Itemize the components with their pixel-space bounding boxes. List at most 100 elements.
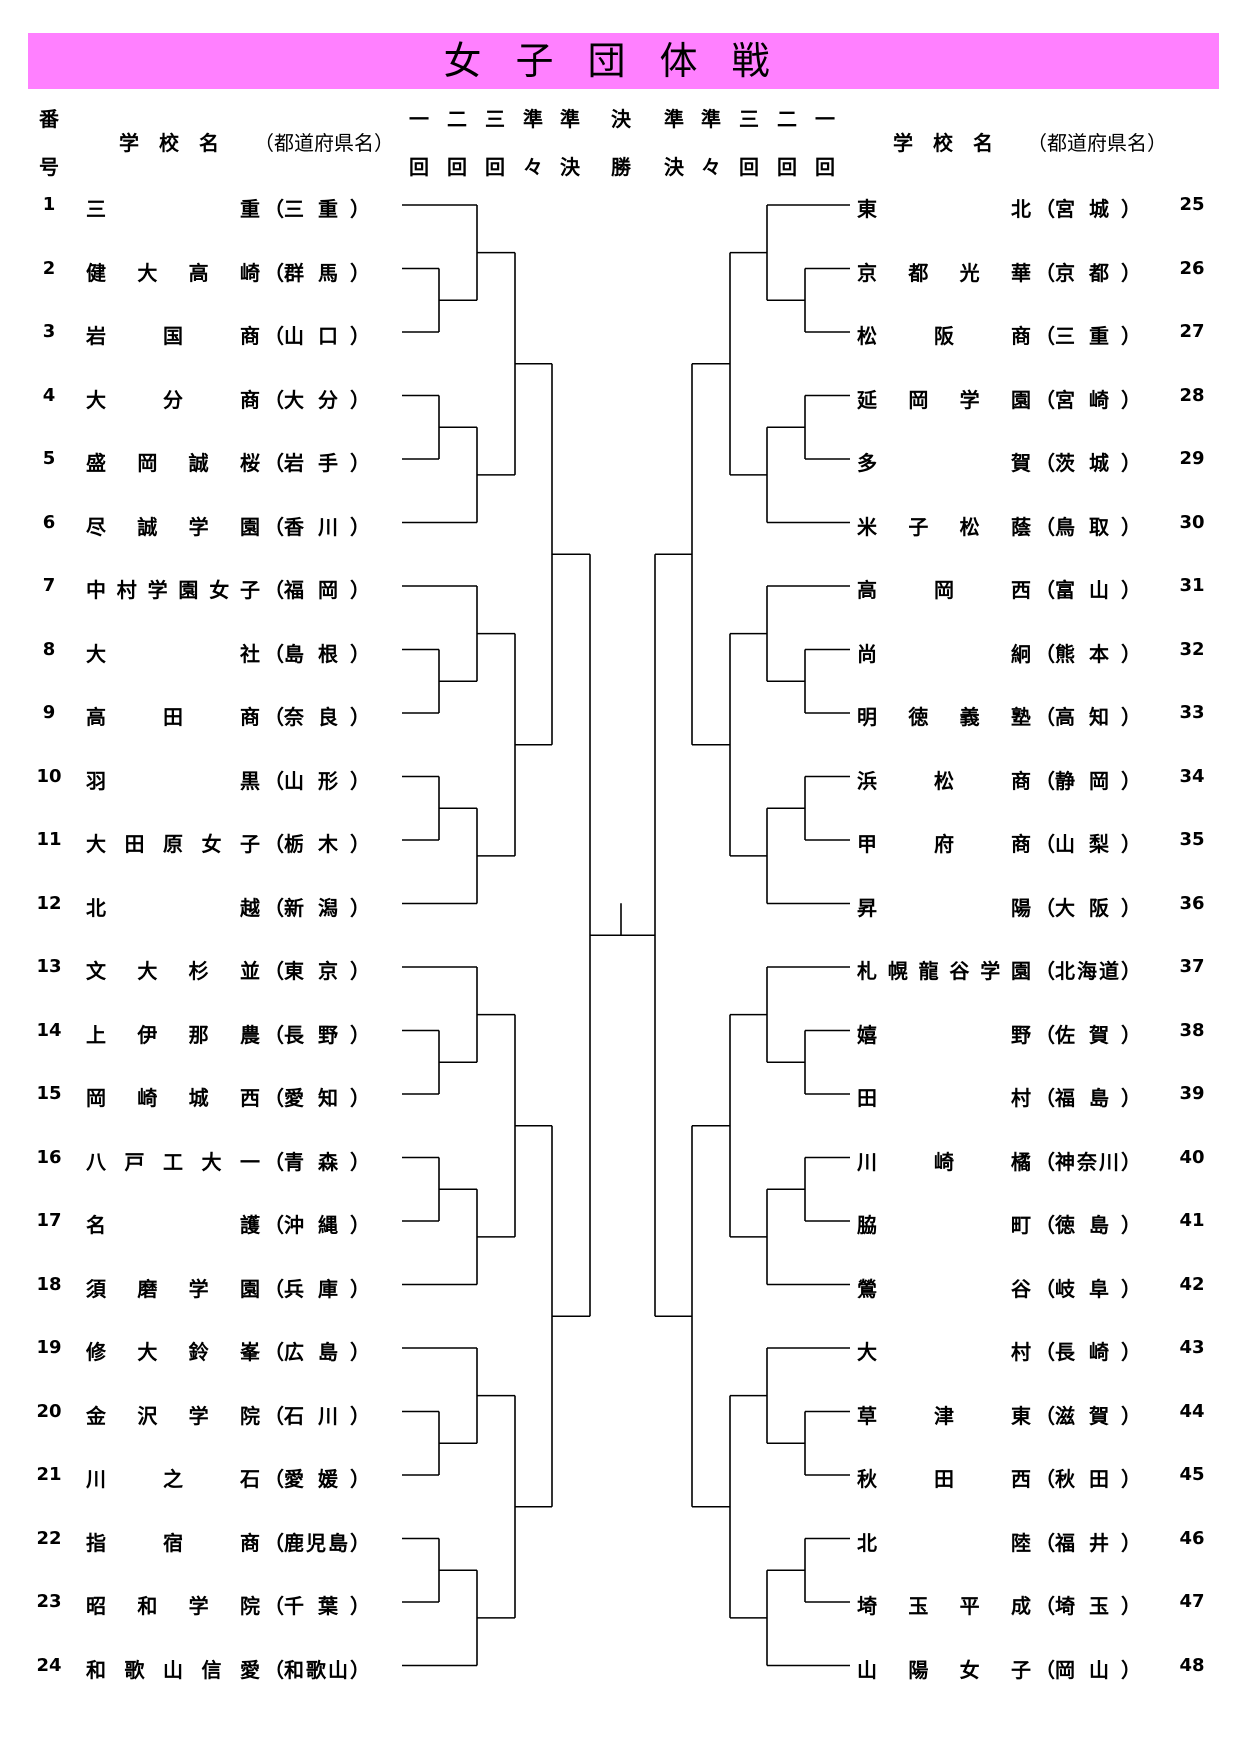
round-right-4-2: 回 <box>815 155 835 179</box>
prefecture: （千葉） <box>264 1590 370 1619</box>
prefecture: （三重） <box>1035 320 1141 349</box>
prefecture-name: 島根 <box>284 641 352 666</box>
team-number: 18 <box>36 1273 62 1295</box>
team-number: 44 <box>1179 1400 1205 1422</box>
school-name: 甲府商 <box>857 832 1031 856</box>
school-name: 修大鈴峯 <box>86 1340 260 1364</box>
team-number: 22 <box>36 1527 62 1549</box>
prefecture-name: 岩手 <box>284 451 352 475</box>
school-name: 三重 <box>86 197 260 221</box>
team-number: 47 <box>1179 1591 1205 1612</box>
prefecture: （滋賀） <box>1035 1400 1141 1429</box>
school-name: 昭和学院 <box>86 1594 260 1618</box>
team-number: 27 <box>1179 321 1205 342</box>
prefecture: （沖縄） <box>264 1209 370 1238</box>
team-number: 42 <box>1179 1273 1205 1295</box>
round-left-1-1: 二 <box>447 107 467 131</box>
school-name: 脇町 <box>857 1213 1031 1237</box>
school-name: 尽誠学園 <box>86 514 260 539</box>
prefecture-name: 石川 <box>284 1403 352 1428</box>
school-name: 盛岡誠桜 <box>86 451 260 475</box>
team-number: 34 <box>1179 765 1205 787</box>
prefecture: （京都） <box>1035 257 1141 286</box>
title-bar: 女子団体戦 <box>28 33 1219 89</box>
prefecture-name: 大阪 <box>1055 895 1123 920</box>
prefecture: （新潟） <box>264 892 370 921</box>
prefecture-name: 長崎 <box>1055 1340 1123 1364</box>
prefecture: （山形） <box>264 765 370 794</box>
round-left-3-2: 々 <box>523 155 543 179</box>
round-right-3-1: 二 <box>777 107 797 131</box>
round-final-1: 決 <box>611 107 631 131</box>
prefecture-name: 奈良 <box>284 705 352 729</box>
prefecture: （福島） <box>1035 1082 1141 1111</box>
prefecture: （山梨） <box>1035 828 1141 857</box>
prefecture: （徳島） <box>1035 1209 1141 1238</box>
prefecture-name: 滋賀 <box>1055 1403 1123 1428</box>
prefecture-name: 宮崎 <box>1055 387 1123 412</box>
prefecture-name: 宮城 <box>1055 197 1123 221</box>
prefecture-name: 東京 <box>284 959 352 983</box>
prefecture: （奈良） <box>264 701 370 730</box>
prefecture: （熊本） <box>1035 638 1141 667</box>
school-name: 埼玉平成 <box>857 1594 1031 1618</box>
school-name: 高田商 <box>86 705 260 729</box>
team-number: 26 <box>1179 257 1205 279</box>
round-right-3-2: 回 <box>777 155 797 179</box>
team-number: 7 <box>42 575 56 596</box>
prefecture: （和歌山） <box>264 1654 370 1683</box>
school-name: 京都光華 <box>857 260 1031 285</box>
team-number: 38 <box>1179 1019 1205 1041</box>
prefecture: （福井） <box>1035 1527 1141 1556</box>
school-name: 松阪商 <box>857 324 1031 348</box>
round-left-3-1: 準 <box>523 107 543 131</box>
prefecture: （岡山） <box>1035 1654 1141 1683</box>
round-left-0-1: 一 <box>409 107 429 131</box>
school-name: 高岡西 <box>857 578 1031 602</box>
prefecture: （鳥取） <box>1035 511 1141 540</box>
prefecture-name: 埼玉 <box>1055 1594 1123 1618</box>
round-right-1-2: 々 <box>701 155 721 179</box>
prefecture-name: 鳥取 <box>1055 514 1123 539</box>
school-name: 上伊那農 <box>86 1022 260 1047</box>
school-name: 明徳義塾 <box>857 705 1031 729</box>
team-number: 30 <box>1179 511 1205 533</box>
prefecture: （愛知） <box>264 1082 370 1111</box>
school-name: 金沢学院 <box>86 1403 260 1428</box>
team-number: 12 <box>36 892 62 914</box>
prefecture: （群馬） <box>264 257 370 286</box>
round-right-0-2: 決 <box>664 155 684 179</box>
team-number: 40 <box>1179 1146 1205 1168</box>
prefecture: （山口） <box>264 320 370 349</box>
prefecture-name: 山口 <box>284 324 352 348</box>
prefecture-name: 栃木 <box>284 832 352 856</box>
team-number: 16 <box>36 1146 62 1168</box>
team-number: 2 <box>42 257 56 279</box>
prefecture: （茨城） <box>1035 447 1141 476</box>
school-name: 八戸工大一 <box>86 1149 260 1174</box>
prefecture-name: 大分 <box>284 387 352 412</box>
team-number: 20 <box>36 1400 62 1422</box>
team-number: 48 <box>1179 1654 1205 1676</box>
school-name: 多賀 <box>857 451 1031 475</box>
school-name: 尚絅 <box>857 641 1031 666</box>
team-number: 6 <box>42 511 56 533</box>
prefecture: （三重） <box>264 193 370 222</box>
prefecture: （静岡） <box>1035 765 1141 794</box>
team-number: 39 <box>1179 1083 1205 1104</box>
school-name: 延岡学園 <box>857 387 1031 412</box>
prefecture: （長崎） <box>1035 1336 1141 1365</box>
school-name: 和歌山信愛 <box>86 1657 260 1682</box>
team-number: 43 <box>1179 1337 1205 1358</box>
round-left-2-1: 三 <box>485 107 505 131</box>
team-number: 5 <box>42 448 56 469</box>
round-left-1-2: 回 <box>447 155 467 179</box>
prefecture-name: 愛媛 <box>284 1467 352 1491</box>
pref-header-left: （都道府県名） <box>254 131 394 155</box>
pref-header-right: （都道府県名） <box>1027 131 1167 155</box>
school-name: 大分商 <box>86 387 260 412</box>
prefecture-name: 熊本 <box>1055 641 1123 666</box>
prefecture: （岩手） <box>264 447 370 476</box>
prefecture: （広島） <box>264 1336 370 1365</box>
prefecture: （秋田） <box>1035 1463 1141 1492</box>
